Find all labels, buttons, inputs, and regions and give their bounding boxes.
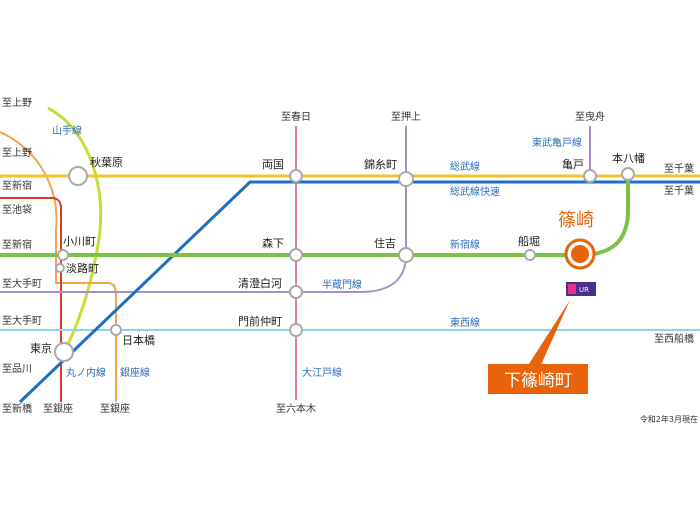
station-tokyo: 東京	[30, 341, 52, 355]
line-label-kameido: 東武亀戸線	[532, 136, 582, 149]
station-sumiyoshi-marker	[398, 247, 414, 263]
dir-shinjuku-2: 至新宿	[2, 238, 32, 251]
dir-roppongi: 至六本木	[276, 402, 316, 415]
line-label-sobu: 総武線	[450, 160, 480, 173]
line-label-ginza: 銀座線	[120, 366, 150, 379]
marunouchi-line	[0, 197, 62, 402]
line-label-sobu-rapid: 総武線快速	[450, 185, 500, 198]
dir-ueno-1: 至上野	[2, 97, 32, 109]
line-label-oedo: 大江戸線	[302, 366, 342, 379]
station-ogawamachi-marker	[57, 249, 69, 261]
dir-chiba-2: 至千葉	[664, 184, 694, 197]
dir-ueno-2: 至上野	[2, 147, 32, 159]
station-nihombashi-marker	[110, 324, 122, 336]
dir-hikifune: 至曳舟	[575, 110, 605, 123]
station-kinshicho-marker	[398, 171, 414, 187]
station-monzen-marker	[289, 323, 303, 337]
station-shinozaki: 篠崎	[558, 210, 594, 231]
callout-box	[488, 364, 588, 394]
dir-oshiage: 至押上	[391, 110, 421, 123]
station-awajicho: 淡路町	[66, 262, 99, 275]
station-monzen: 門前仲町	[238, 314, 282, 328]
line-label-yamanote: 山手線	[52, 124, 82, 137]
dir-shinagawa: 至品川	[2, 363, 32, 375]
station-akihabara-marker	[68, 166, 88, 186]
station-kiyosumi-marker	[289, 285, 303, 299]
dir-ginza-1: 至銀座	[43, 402, 73, 415]
callout-pointer	[527, 300, 570, 367]
line-label-shinjuku: 新宿線	[450, 238, 480, 251]
station-motoyawata-marker	[621, 167, 635, 181]
station-awajicho-marker	[55, 263, 65, 273]
station-kameido: 亀戸	[562, 157, 584, 171]
station-nihombashi: 日本橋	[122, 333, 155, 347]
station-kiyosumi: 清澄白河	[238, 276, 282, 290]
yamanote-line	[47, 106, 103, 353]
date-note: 令和2年3月現在	[640, 414, 698, 424]
dir-chiba-1: 至千葉	[664, 162, 694, 175]
station-ogawamachi: 小川町	[63, 235, 96, 248]
line-label-marunouchi: 丸ノ内線	[66, 366, 106, 379]
station-kameido-marker	[583, 169, 597, 183]
line-label-hanzomon: 半蔵門線	[322, 278, 362, 291]
station-kinshicho: 錦糸町	[364, 157, 397, 171]
callout-label: 下篠崎町	[504, 371, 572, 391]
station-funabori: 船堀	[518, 234, 540, 248]
dir-shinjuku-1: 至新宿	[2, 179, 32, 192]
ginza-line	[0, 131, 117, 402]
dir-shimbashi: 至新橋	[2, 402, 32, 415]
ur-logo-mark	[568, 284, 576, 294]
line-label-tozai: 東西線	[450, 316, 480, 329]
ur-logo-text: UR	[579, 286, 589, 294]
dir-nishifunabashi: 至西船橋	[654, 332, 694, 345]
station-shinozaki-marker-inner	[571, 245, 589, 263]
dir-ginza-2: 至銀座	[100, 402, 130, 415]
dir-otemachi-1: 至大手町	[2, 277, 42, 290]
dir-otemachi-2: 至大手町	[2, 314, 42, 327]
station-sumiyoshi: 住吉	[374, 236, 396, 250]
station-morishita-marker	[289, 248, 303, 262]
dir-ikebukuro: 至池袋	[2, 203, 32, 216]
station-motoyawata: 本八幡	[612, 151, 645, 165]
station-ryogoku: 両国	[262, 158, 284, 171]
station-akihabara: 秋葉原	[90, 155, 123, 169]
station-ryogoku-marker	[289, 169, 303, 183]
station-funabori-marker	[524, 249, 536, 261]
station-tokyo-marker	[54, 342, 74, 362]
dir-kasuga: 至春日	[281, 111, 311, 123]
station-morishita: 森下	[262, 236, 284, 250]
sobu-rapid-line	[18, 180, 700, 404]
